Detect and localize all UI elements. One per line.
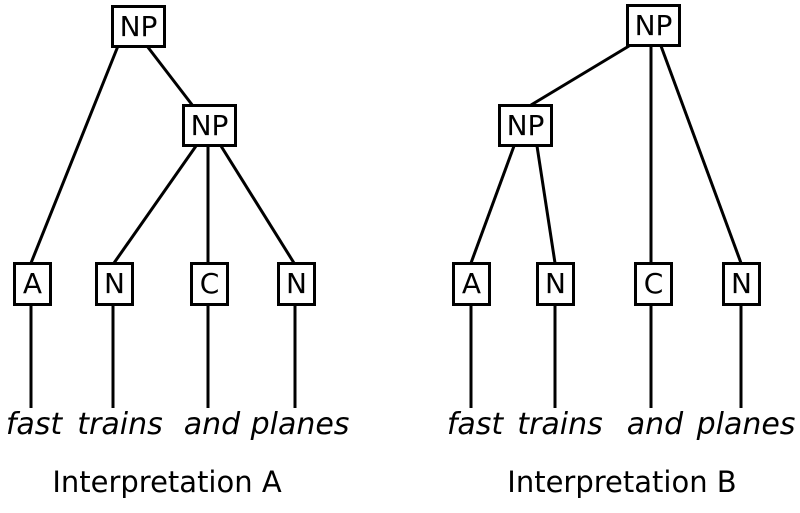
tree-b-node-noun1: N xyxy=(536,262,575,306)
tree-a-node-adj: A xyxy=(13,262,52,306)
edge-tree-b-root-to-noun2 xyxy=(659,45,743,264)
tree-a-word-fast: fast xyxy=(5,407,63,442)
edge-tree-b-root-to-subnp xyxy=(530,44,630,107)
edge-tree-a-root-to-adj xyxy=(29,45,120,264)
tree-a-node-np-sub: NP xyxy=(182,104,237,147)
tree-a-word-planes: planes xyxy=(250,407,350,442)
tree-a-node-np-root: NP xyxy=(111,5,166,48)
edge-tree-b-subnp-to-noun1 xyxy=(535,145,557,264)
tree-b-node-adj: A xyxy=(452,262,491,306)
tree-b-word-and: and xyxy=(626,407,684,442)
tree-b-word-planes: planes xyxy=(696,407,796,442)
tree-b-node-conj: C xyxy=(634,262,673,306)
tree-b-node-np-root: NP xyxy=(626,4,681,47)
tree-b-word-trains: trains xyxy=(517,407,603,442)
tree-a-word-trains: trains xyxy=(77,407,163,442)
edge-tree-a-subnp-to-noun2 xyxy=(219,145,296,264)
tree-b-caption: Interpretation B xyxy=(507,465,737,499)
edge-tree-a-root-to-subnp xyxy=(145,45,195,107)
tree-a-caption: Interpretation A xyxy=(52,465,282,499)
tree-a-node-conj: C xyxy=(190,262,229,306)
tree-a-node-noun2: N xyxy=(277,262,316,306)
tree-b-word-fast: fast xyxy=(446,407,504,442)
edge-tree-a-subnp-to-noun1 xyxy=(112,145,198,264)
tree-a-word-and: and xyxy=(183,407,241,442)
tree-b-node-noun2: N xyxy=(722,262,761,306)
tree-b-node-np-sub: NP xyxy=(498,104,553,147)
edge-tree-b-subnp-to-adj xyxy=(469,145,516,264)
tree-a-node-noun1: N xyxy=(95,262,134,306)
